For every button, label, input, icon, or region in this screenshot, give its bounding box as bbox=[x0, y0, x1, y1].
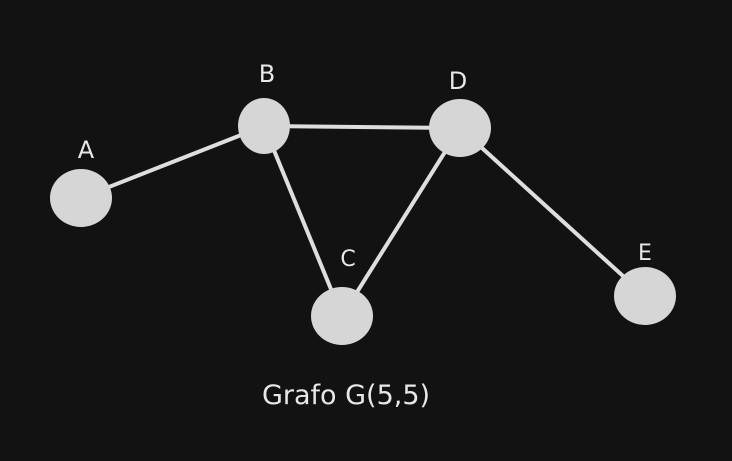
edge-b-c bbox=[262, 124, 344, 318]
node-c-circle bbox=[311, 287, 373, 345]
node-a-label: A bbox=[78, 136, 95, 164]
node-e: E bbox=[614, 241, 676, 325]
nodes-layer: A B C D E bbox=[50, 60, 676, 345]
node-d-label: D bbox=[449, 67, 467, 95]
edges-layer bbox=[79, 124, 647, 318]
node-e-circle bbox=[614, 267, 676, 325]
edge-a-b bbox=[79, 124, 266, 200]
edge-b-d bbox=[262, 124, 462, 130]
node-b-circle bbox=[238, 98, 290, 154]
node-e-label: E bbox=[638, 241, 652, 266]
edge-c-d bbox=[340, 126, 462, 318]
node-b-label: B bbox=[259, 60, 275, 88]
node-a: A bbox=[50, 136, 112, 227]
edge-d-e bbox=[458, 126, 647, 298]
diagram-caption: Grafo G(5,5) bbox=[262, 380, 430, 411]
node-b: B bbox=[238, 60, 290, 154]
node-c-label: C bbox=[340, 247, 355, 272]
node-d: D bbox=[429, 67, 491, 157]
node-a-circle bbox=[50, 169, 112, 227]
node-d-circle bbox=[429, 99, 491, 157]
node-c: C bbox=[311, 247, 373, 345]
